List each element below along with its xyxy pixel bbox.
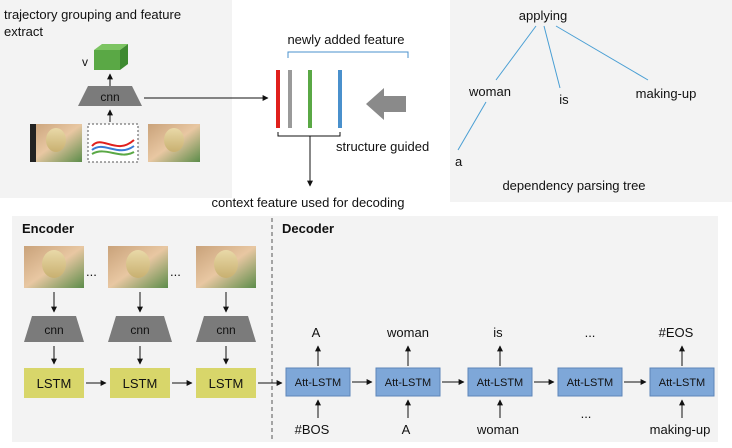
feature-bar-red bbox=[276, 70, 280, 128]
decoder-input-2: A bbox=[402, 422, 411, 437]
decoder-input-1: #BOS bbox=[295, 422, 330, 437]
dependency-tree-caption: dependency parsing tree bbox=[502, 178, 645, 193]
feature-bar-green bbox=[308, 70, 312, 128]
feature-bar-blue bbox=[338, 70, 342, 128]
decoder-att-lstm-5 bbox=[649, 367, 715, 397]
decoder-att-lstm-label-5: Att-LSTM bbox=[659, 377, 705, 389]
tree-node-making-up: making-up bbox=[636, 86, 697, 101]
tree-node-woman: woman bbox=[468, 84, 511, 99]
decoder-input-4: ... bbox=[581, 406, 592, 421]
tree-node-is: is bbox=[559, 92, 569, 107]
encoder-lstm-label-1: LSTM bbox=[37, 376, 72, 391]
encoder-title: Encoder bbox=[22, 221, 74, 236]
decoder-att-lstm-1 bbox=[285, 367, 351, 397]
encoder-cnn-label-1: cnn bbox=[44, 323, 63, 337]
encoder-cnn-label-3: cnn bbox=[216, 323, 235, 337]
structure-guided-arrow bbox=[366, 88, 406, 120]
encoder-ellipsis-2: ... bbox=[170, 264, 181, 279]
encoder-cnn-2 bbox=[108, 316, 172, 342]
newly-added-brace bbox=[287, 51, 409, 58]
trajectory-title-line2: extract bbox=[4, 24, 43, 39]
context-feature-label: context feature used for decoding bbox=[212, 195, 405, 210]
decoder-att-lstm-label-1: Att-LSTM bbox=[295, 377, 341, 389]
trajectory-title-line1: trajectory grouping and feature bbox=[4, 7, 181, 22]
feature-cube-icon bbox=[94, 44, 128, 70]
newly-added-feature-label: newly added feature bbox=[287, 32, 404, 47]
top-cnn-block bbox=[78, 86, 142, 106]
encoder-lstm-3 bbox=[196, 368, 256, 398]
tree-leaf-a: a bbox=[455, 154, 463, 169]
structure-guided-label: structure guided bbox=[336, 139, 429, 154]
encoder-lstm-label-3: LSTM bbox=[209, 376, 244, 391]
tree-root-applying: applying bbox=[519, 8, 567, 23]
decoder-att-lstm-label-2: Att-LSTM bbox=[385, 377, 431, 389]
encoder-cnn-label-2: cnn bbox=[130, 323, 149, 337]
decoder-output-2: woman bbox=[386, 325, 429, 340]
trajectory-box bbox=[87, 123, 139, 163]
encoder-frame-1 bbox=[24, 246, 84, 288]
dependency-tree-edges bbox=[457, 25, 649, 151]
decoder-input-5: making-up bbox=[650, 422, 711, 437]
decoder-output-5: #EOS bbox=[659, 325, 694, 340]
feature-bracket bbox=[277, 132, 341, 137]
encoder-lstm-2 bbox=[110, 368, 170, 398]
v-label: v bbox=[82, 55, 88, 69]
encoder-frame-3 bbox=[196, 246, 256, 288]
top-right-panel bbox=[450, 0, 732, 202]
decoder-att-lstm-4 bbox=[557, 367, 623, 397]
decoder-att-lstm-label-4: Att-LSTM bbox=[567, 377, 613, 389]
decoder-output-3: is bbox=[493, 325, 503, 340]
video-frame-right bbox=[148, 124, 200, 162]
encoder-lstm-label-2: LSTM bbox=[123, 376, 158, 391]
encoder-cnn-1 bbox=[24, 316, 84, 342]
decoder-att-lstm-label-3: Att-LSTM bbox=[477, 377, 523, 389]
video-frame-left bbox=[30, 124, 82, 162]
top-cnn-label: cnn bbox=[100, 90, 119, 104]
decoder-att-lstm-3 bbox=[467, 367, 533, 397]
decoder-output-1: A bbox=[312, 325, 321, 340]
decoder-output-4: ... bbox=[585, 325, 596, 340]
decoder-title: Decoder bbox=[282, 221, 334, 236]
decoder-att-lstm-2 bbox=[375, 367, 441, 397]
encoder-cnn-3 bbox=[196, 316, 256, 342]
decoder-input-3: woman bbox=[476, 422, 519, 437]
feature-bar-gray bbox=[288, 70, 292, 128]
encoder-frame-2 bbox=[108, 246, 168, 288]
encoder-ellipsis-1: ... bbox=[86, 264, 97, 279]
encoder-lstm-1 bbox=[24, 368, 84, 398]
